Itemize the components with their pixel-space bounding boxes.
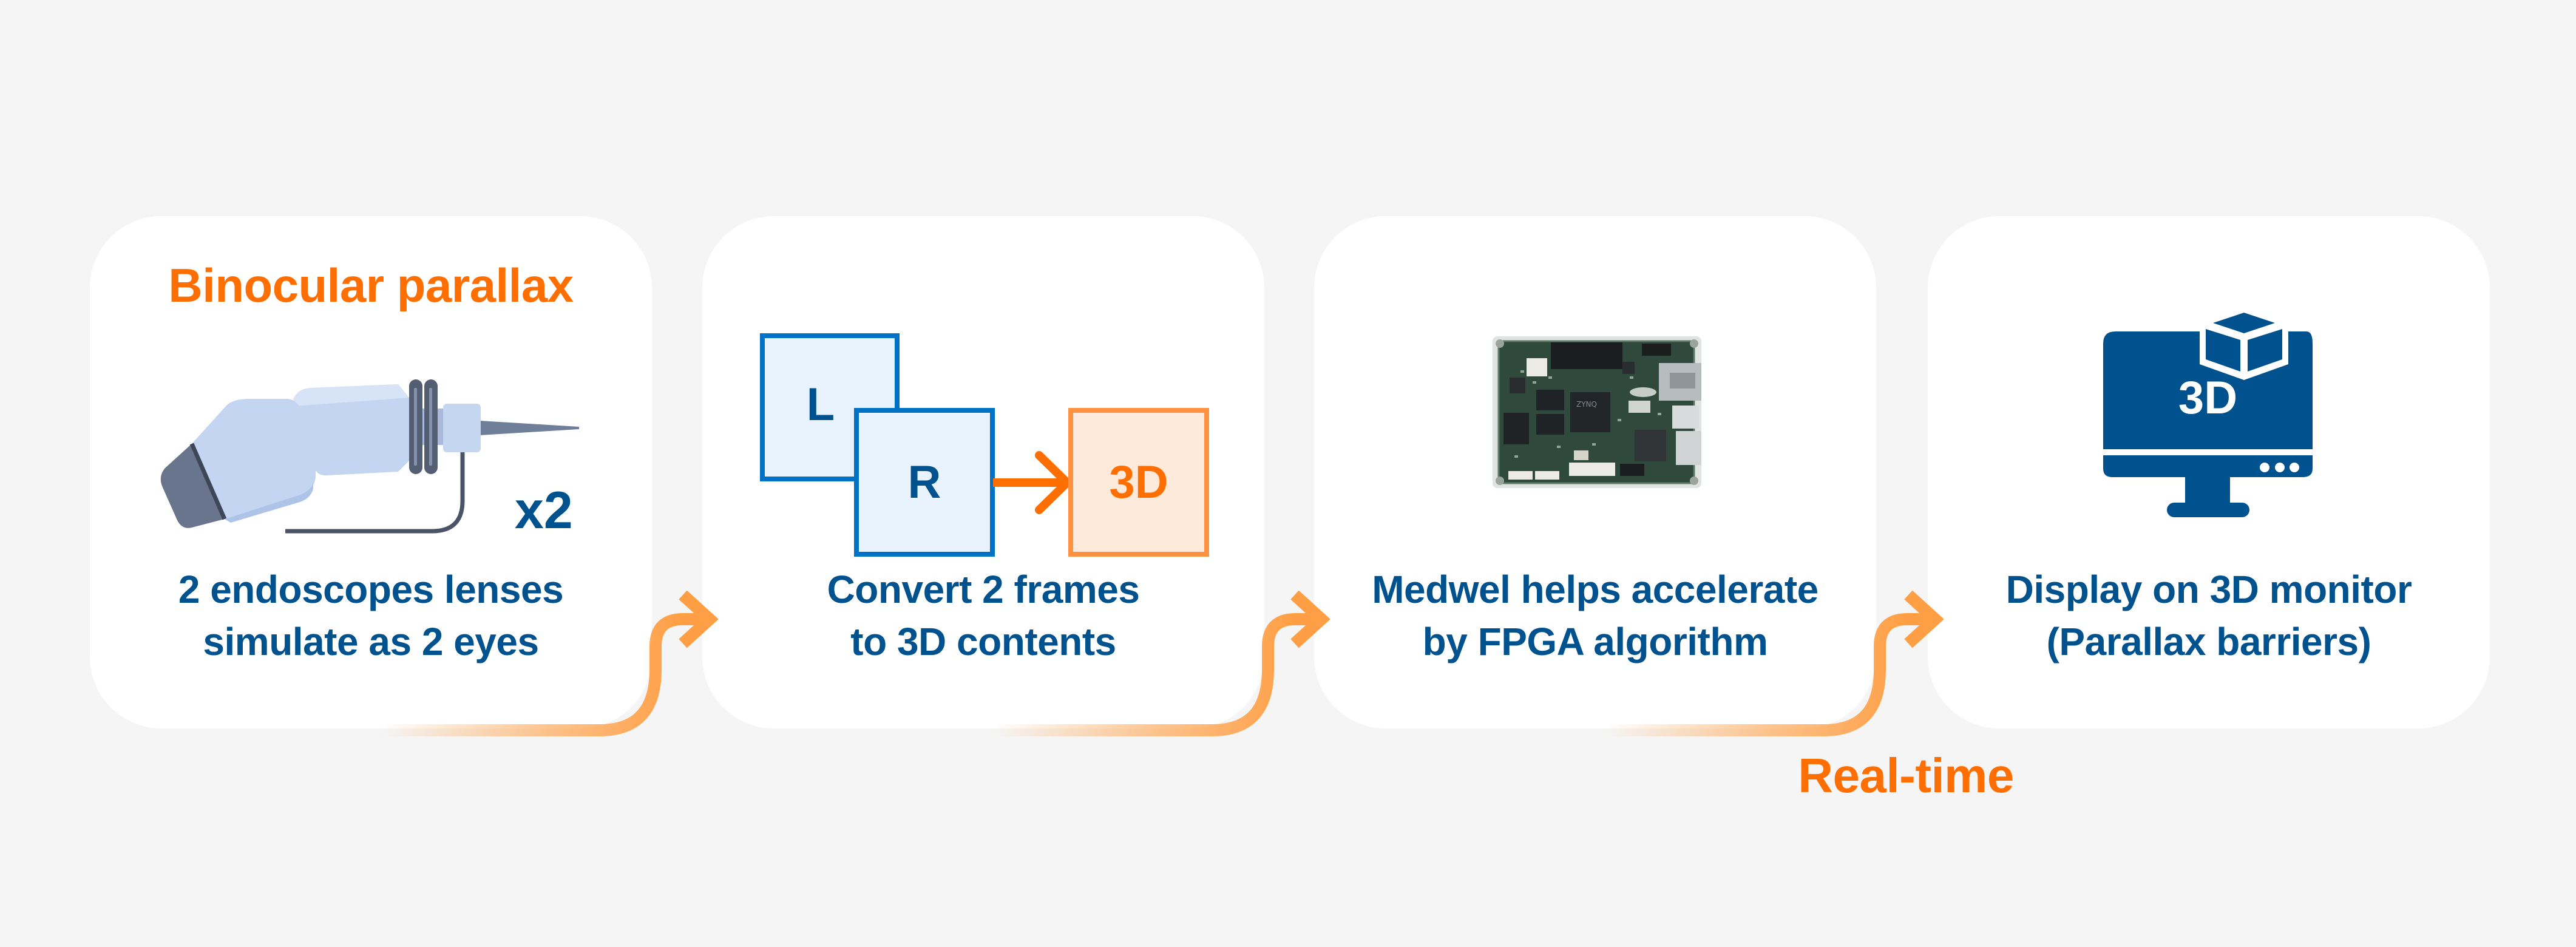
output-3d-label: 3D: [1109, 457, 1168, 508]
left-frame-label: L: [806, 378, 835, 430]
arrow-right-icon: [993, 451, 1071, 514]
realtime-label: Real-time: [1798, 748, 2014, 803]
left-frame-box: L: [760, 333, 900, 481]
card-description-line: Display on 3D monitor: [2005, 568, 2412, 611]
card-title-binocular-parallax: Binocular parallax: [168, 259, 574, 312]
fpga-chip: [1570, 392, 1610, 432]
monitor-screen-label: 3D: [2178, 372, 2238, 424]
3d-monitor-icon: [2103, 305, 2313, 517]
card-description-line: 2 endoscopes lenses: [178, 568, 564, 611]
card-description-line: Convert 2 frames: [827, 568, 1140, 611]
quantity-badge: x2: [515, 481, 573, 540]
card-description: Display on 3D monitor (Parallax barriers…: [1928, 563, 2490, 668]
right-frame-box: R: [854, 408, 995, 557]
card-description-line: (Parallax barriers): [2046, 620, 2371, 664]
right-frame-label: R: [907, 457, 941, 508]
endoscope-icon: [160, 379, 579, 534]
card-description-line: simulate as 2 eyes: [203, 620, 539, 664]
card-description-line: Medwel helps accelerate: [1372, 568, 1818, 611]
chip-marking: ZYNQ: [1576, 400, 1597, 409]
card-description-line: by FPGA algorithm: [1422, 620, 1768, 664]
output-3d-box: 3D: [1068, 408, 1209, 557]
card-description: 2 endoscopes lenses simulate as 2 eyes: [90, 563, 652, 668]
endoscope-shaft: [480, 421, 579, 435]
card-description-line: to 3D contents: [850, 620, 1116, 664]
fpga-board-image: ZYNQ: [1493, 336, 1701, 488]
card-description: Medwel helps accelerate by FPGA algorith…: [1314, 563, 1876, 668]
card-description: Convert 2 frames to 3D contents: [702, 563, 1264, 668]
